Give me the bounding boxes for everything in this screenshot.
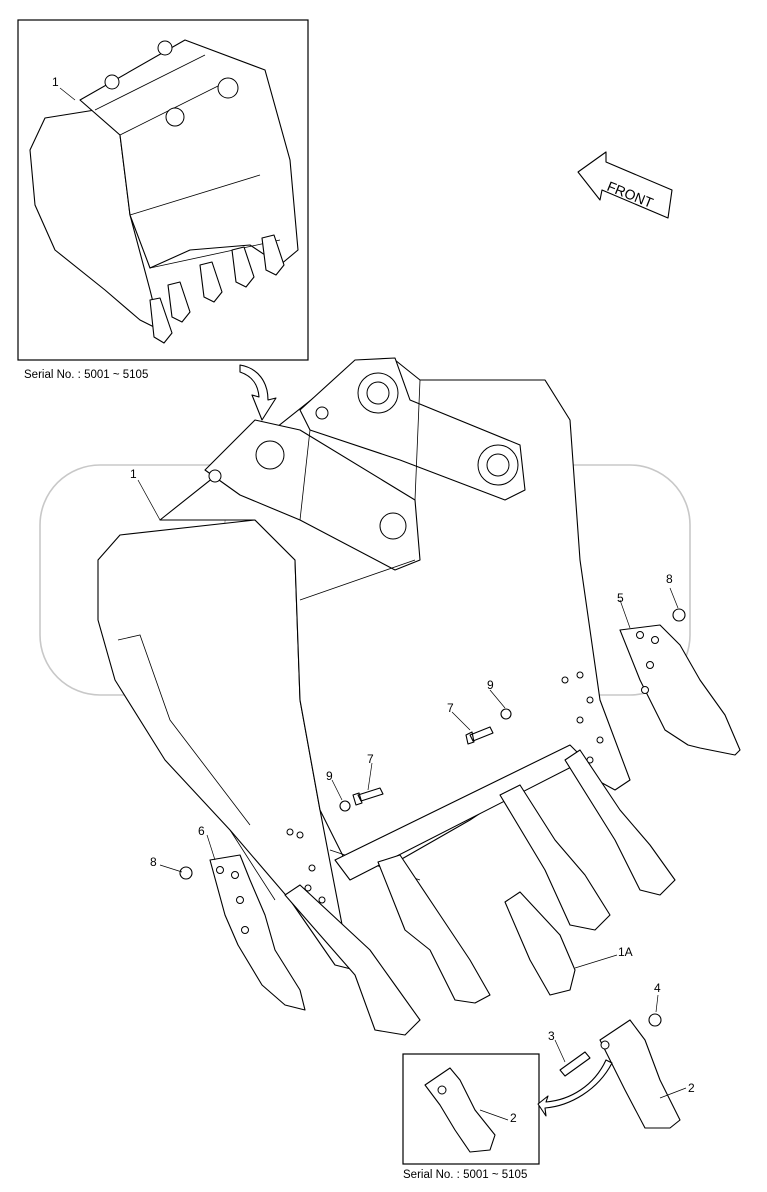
callout-5: 5 [617, 591, 624, 605]
callout-7-left: 7 [367, 752, 374, 766]
loose-tooth [599, 1019, 681, 1129]
callout-8-right: 8 [666, 572, 673, 586]
pin-3 [559, 1051, 591, 1077]
callout-9-right: 9 [487, 678, 494, 692]
inset-top: 1 Serial No. : 5001 ~ 5105 [17, 19, 309, 421]
hardware [179, 608, 686, 1077]
inset-bottom-serial: Serial No. : 5001 ~ 5105 [403, 1169, 527, 1181]
inset-top-callout: 1 [52, 75, 59, 89]
inset-bottom-pointer-arrow [537, 1059, 613, 1117]
tooth-2 [377, 854, 491, 1004]
callout-1a: 1A [618, 945, 633, 959]
inset-top-bucket [29, 39, 299, 344]
tooth-1 [284, 884, 421, 1036]
lock-4 [648, 1013, 662, 1027]
inset-bottom-callout: 2 [510, 1111, 517, 1125]
inset-top-pointer-arrow [239, 364, 277, 421]
callout-1: 1 [130, 467, 137, 481]
bucket-teeth [284, 749, 676, 1036]
callout-8-left: 8 [150, 855, 157, 869]
tooth-4 [499, 784, 611, 931]
side-cutter-right [619, 624, 741, 756]
tooth-5 [564, 749, 676, 896]
tooth-3 [504, 891, 576, 996]
washer-left [339, 800, 351, 812]
bucket-body [97, 357, 631, 971]
bolt-right [465, 726, 494, 745]
callout-2: 2 [688, 1081, 695, 1095]
inset-top-serial: Serial No. : 5001 ~ 5105 [24, 369, 148, 381]
leader-lines [137, 479, 687, 1099]
front-arrow: FRONT [577, 151, 673, 219]
washer-right [500, 708, 512, 720]
callout-3: 3 [548, 1029, 555, 1043]
callout-7-right: 7 [447, 701, 454, 715]
bolt-left [352, 787, 384, 806]
side-cutter-left [209, 854, 306, 1011]
callout-6: 6 [198, 824, 205, 838]
callout-4: 4 [654, 981, 661, 995]
callout-9-left: 9 [326, 769, 333, 783]
nut-left [179, 866, 193, 880]
callouts: 1 5 8 9 7 7 9 6 8 1A 4 3 2 [130, 467, 695, 1095]
nut-right [672, 608, 686, 622]
inset-bottom: 2 Serial No. : 5001 ~ 5105 [402, 1053, 613, 1181]
